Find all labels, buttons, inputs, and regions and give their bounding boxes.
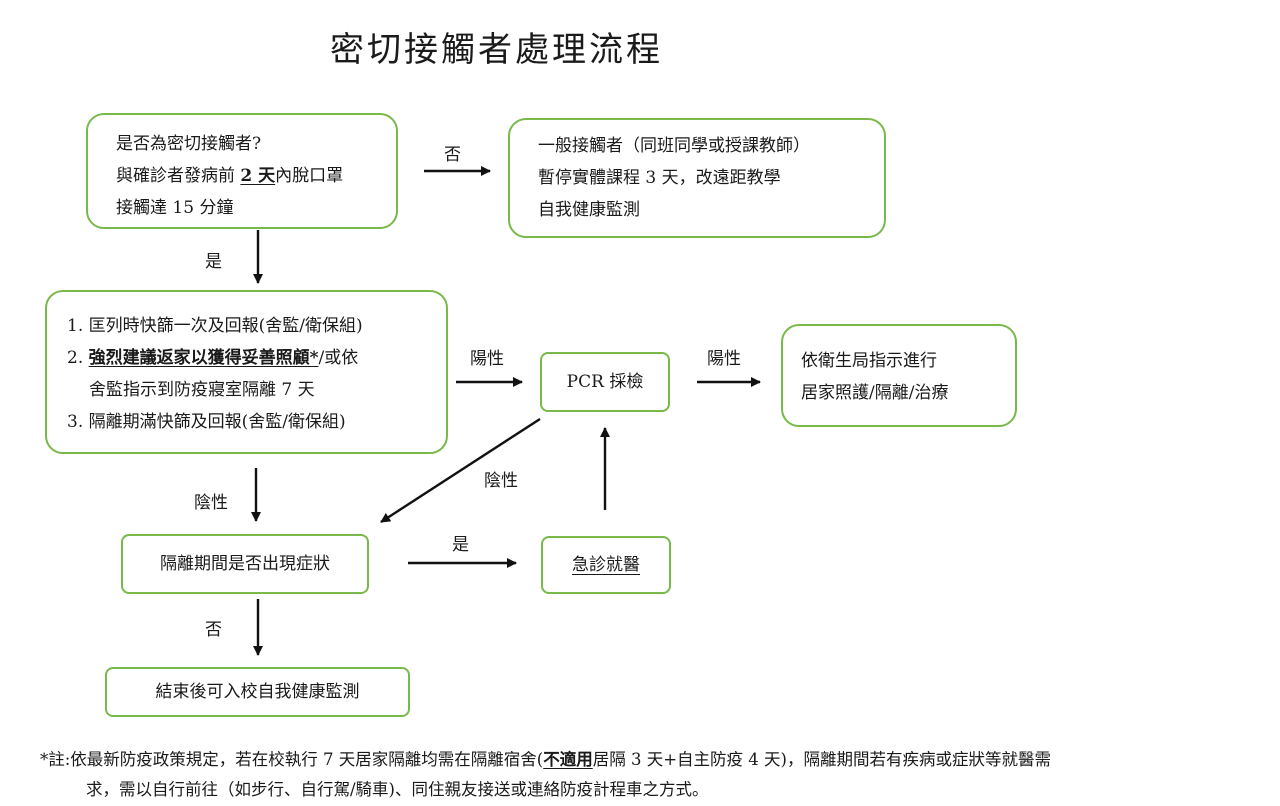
label-positive-to-pcr: 陽性 (470, 349, 504, 369)
label-yes-symptoms: 是 (452, 535, 469, 555)
footnote-line-2: 求，需以自行前往（如步行、自行駕/騎車)、同住親友接送或連絡防疫計程車之方式。 (86, 780, 709, 799)
label-no-general: 否 (444, 145, 461, 165)
label-no-symptoms: 否 (205, 620, 222, 640)
symptoms-question-box: 隔離期間是否出現症狀 (121, 534, 369, 594)
footnote-line-1: *註:依最新防疫政策規定，若在校執行 7 天居家隔離均需在隔離宿舍(不適用居隔 … (40, 750, 1051, 769)
health-bureau-line-1: 依衛生局指示進行 (801, 351, 937, 371)
step-1: 1. 匡列時快篩一次及回報(舍監/衛保組) (67, 316, 363, 336)
two-days-emphasis: 2 天 (240, 166, 276, 186)
step-2-continued: 舍監指示到防疫寢室隔離 7 天 (89, 380, 315, 400)
health-bureau-box: 依衛生局指示進行 居家照護/隔離/治療 (781, 324, 1017, 427)
general-contact-line-3: 自我健康監測 (538, 200, 640, 220)
label-negative-steps: 陰性 (194, 493, 228, 513)
label-positive-to-bureau: 陽性 (707, 349, 741, 369)
strongly-recommend-emphasis: 強烈建議返家以獲得妥善照顧* (88, 348, 319, 368)
footnote: *註:依最新防疫政策規定，若在校執行 7 天居家隔離均需在隔離宿舍(不適用居隔 … (40, 745, 1272, 805)
general-contact-line-2: 暫停實體課程 3 天，改遠距教學 (538, 168, 781, 188)
close-contact-question-box: 是否為密切接觸者? 與確診者發病前 2 天內脫口罩 接觸達 15 分鐘 (86, 113, 398, 229)
emergency-visit-box: 急診就醫 (541, 536, 671, 594)
question-line-1: 是否為密切接觸者? (116, 134, 262, 154)
health-bureau-line-2: 居家照護/隔離/治療 (801, 383, 949, 403)
arrow-pcr-to-symptoms (380, 417, 541, 524)
label-yes-close: 是 (205, 252, 222, 272)
close-contact-steps-box: 1. 匡列時快篩一次及回報(舍監/衛保組) 2. 強烈建議返家以獲得妥善照顧*/… (45, 290, 448, 454)
general-contact-box: 一般接觸者（同班同學或授課教師） 暫停實體課程 3 天，改遠距教學 自我健康監測 (508, 118, 886, 238)
end-monitoring-box: 結束後可入校自我健康監測 (105, 667, 410, 717)
page-title: 密切接觸者處理流程 (330, 30, 663, 70)
question-line-3: 接觸達 15 分鐘 (116, 198, 234, 218)
label-negative-pcr: 陰性 (484, 471, 518, 491)
not-applicable-emphasis: 不適用 (543, 750, 593, 769)
pcr-test-box: PCR 採檢 (540, 352, 670, 412)
general-contact-line-1: 一般接觸者（同班同學或授課教師） (538, 136, 810, 156)
step-3: 3. 隔離期滿快篩及回報(舍監/衛保組) (67, 412, 346, 432)
question-line-2: 與確診者發病前 2 天內脫口罩 (116, 166, 344, 186)
step-2: 2. 強烈建議返家以獲得妥善照顧*/或依 (67, 348, 359, 368)
